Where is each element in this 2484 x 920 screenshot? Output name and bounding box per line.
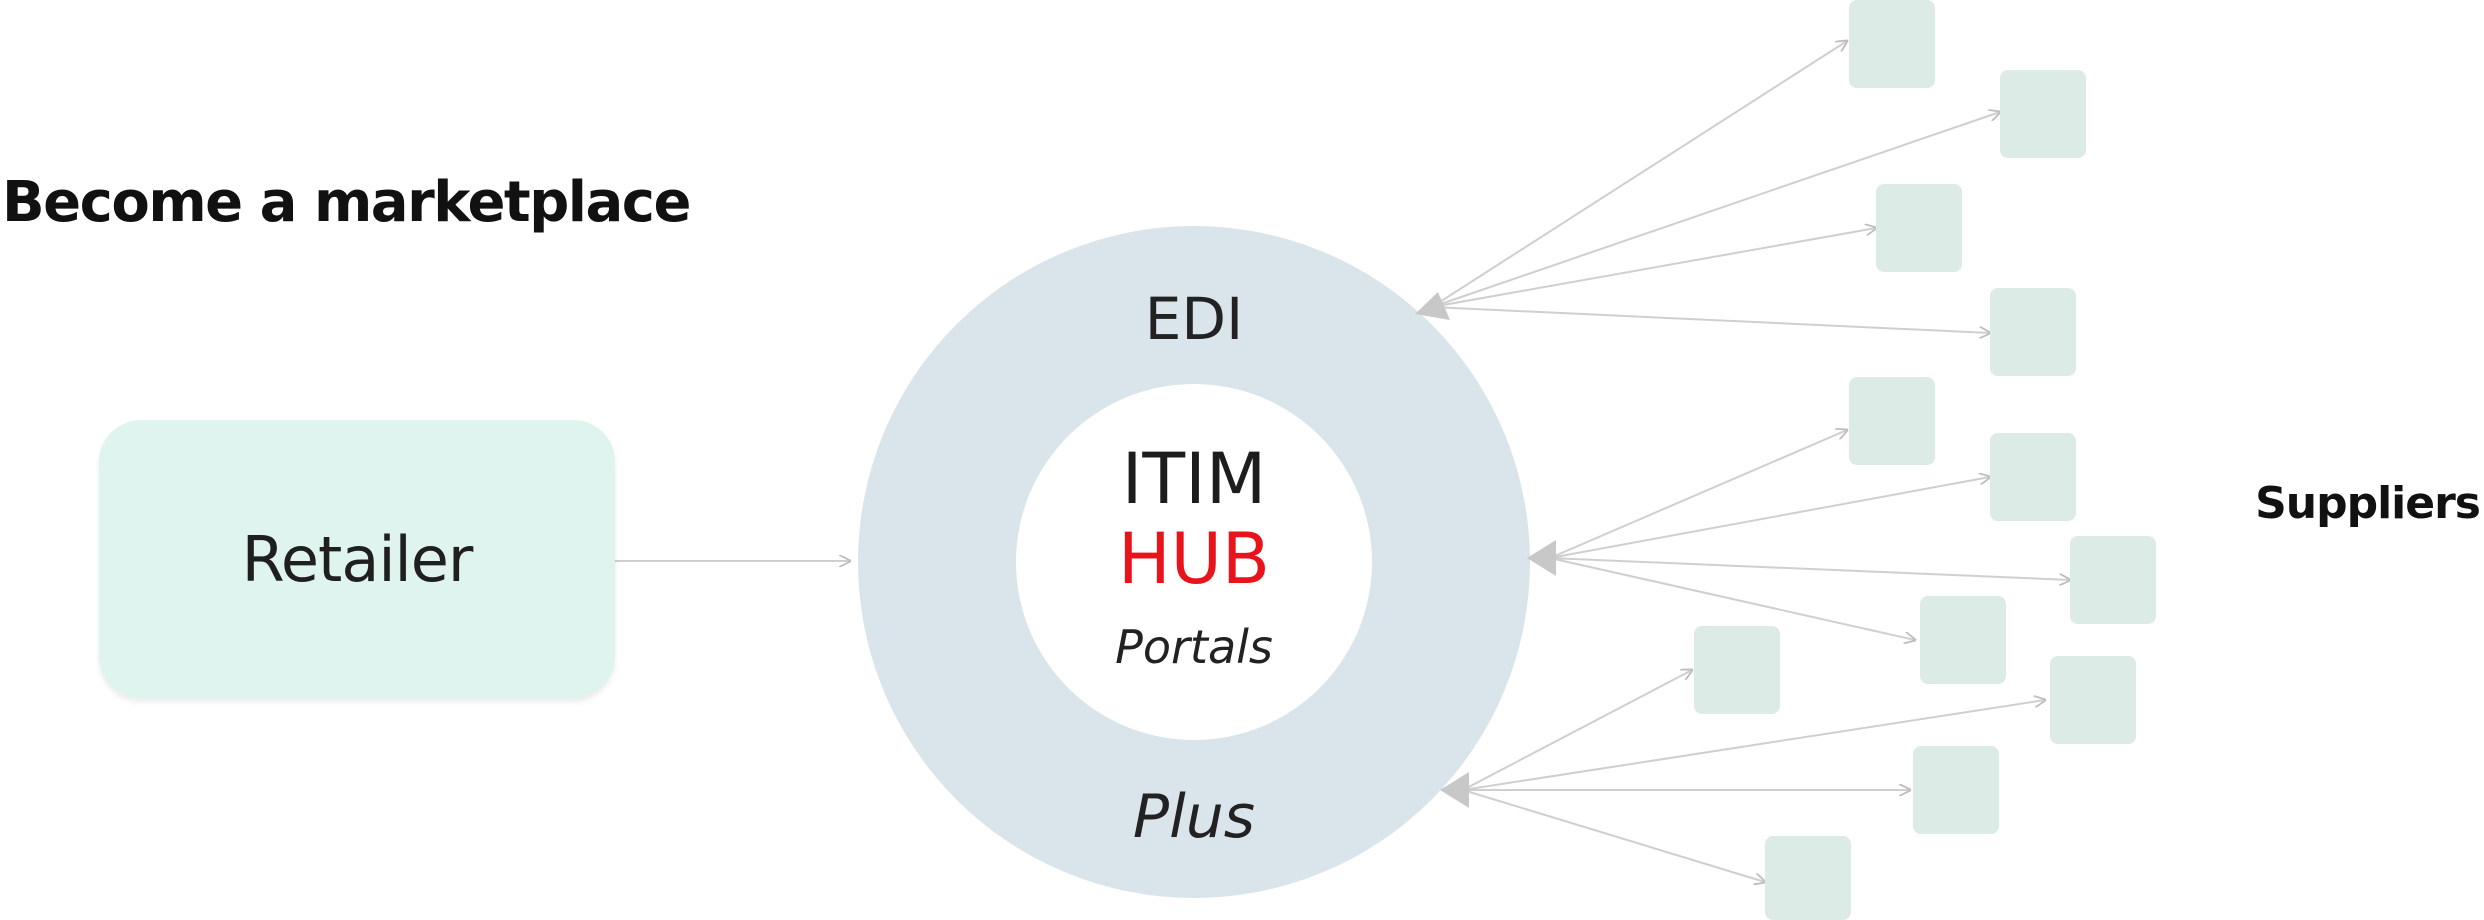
hub-arrowhead [1527,540,1556,576]
plus-connector-1 [1462,670,1692,791]
page-title: Become a marketplace [2,170,691,235]
edi-label: EDI [1144,285,1244,353]
edi-connector-3 [1431,228,1876,308]
hub-connector-1 [1549,430,1847,559]
edi-arrowhead [1415,292,1450,320]
hub-connector-3 [1549,557,2070,580]
retailer-label: Retailer [241,522,474,596]
supplier-box [1765,836,1851,920]
plus-label: Plus [1132,782,1256,852]
supplier-box [1849,0,1935,88]
supplier-box [2070,536,2156,624]
supplier-box [1849,377,1935,465]
hub-connector-group [1549,430,2070,640]
plus-connector-4 [1462,789,1765,882]
edi-connector-1 [1431,41,1847,308]
edi-connector-2 [1431,112,2000,308]
supplier-box [1920,596,2006,684]
retailer-box: Retailer [99,420,615,698]
supplier-box [2050,656,2136,744]
supplier-box [1876,184,1962,272]
plus-arrowhead [1440,772,1469,808]
supplier-box [2000,70,2086,158]
plus-connector-2 [1462,700,2045,791]
supplier-box [1694,626,1780,714]
suppliers-label: Suppliers [2255,478,2481,529]
hub-label: HUB [1118,518,1270,600]
supplier-box [1913,746,1999,834]
portals-label: Portals [1115,620,1273,674]
hub-core-circle [1016,384,1372,740]
itim-label: ITIM [1121,438,1267,520]
hub-connector-4 [1549,557,1915,640]
supplier-box [1990,433,2076,521]
edi-connector-group [1431,41,2000,333]
edi-connector-4 [1431,306,1990,333]
hub-connector-2 [1549,477,1990,559]
supplier-box [1990,288,2076,376]
plus-connector-group [1462,670,2045,882]
supplier-boxes [1694,0,2156,920]
